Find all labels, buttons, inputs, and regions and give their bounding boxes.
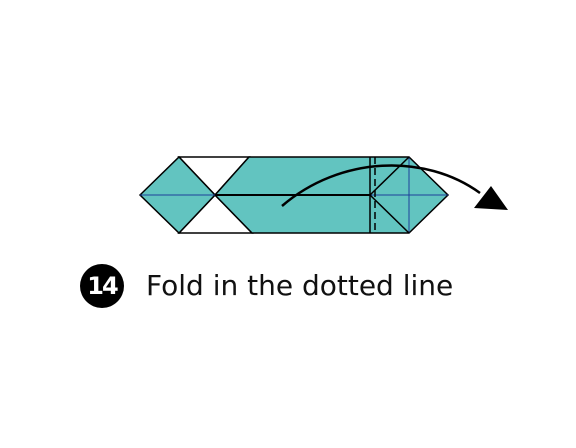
arrow-head-icon <box>474 186 508 210</box>
step-instruction: Fold in the dotted line <box>146 269 454 302</box>
step-number-badge: 14 <box>80 264 124 308</box>
edge-diagonal-upper <box>369 156 410 196</box>
fold-arrow <box>281 164 481 207</box>
edge-diagonal-lower <box>369 194 410 234</box>
